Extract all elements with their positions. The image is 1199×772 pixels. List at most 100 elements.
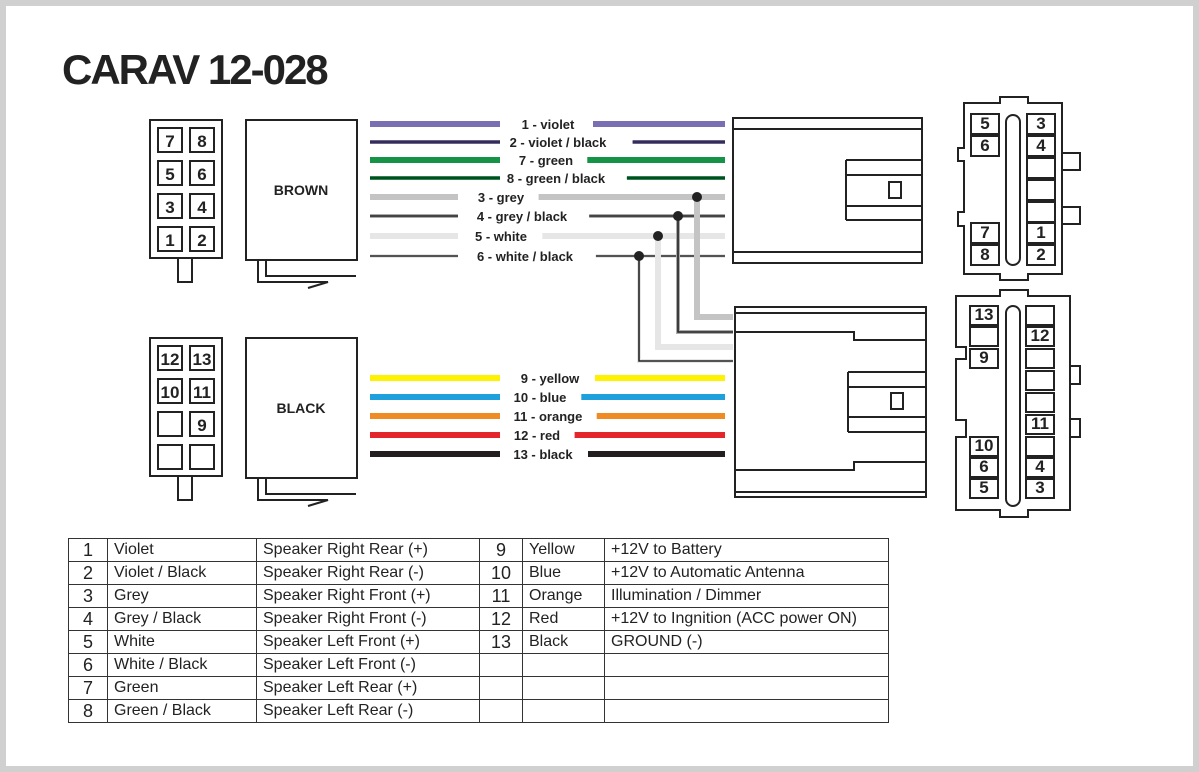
pin-box — [157, 160, 183, 186]
connector-tab — [177, 475, 193, 501]
pin-box — [189, 444, 215, 470]
branch-wire-stripe — [677, 216, 733, 333]
function-cell: Speaker Right Front (+) — [256, 584, 480, 608]
pin-box — [157, 444, 183, 470]
function-cell: +12V to Automatic Antenna — [604, 561, 889, 585]
wire-label: 3 - grey — [478, 190, 525, 205]
pin-number: 10 — [975, 436, 994, 455]
pin-box — [157, 378, 183, 404]
branch-wire-stripe — [638, 256, 733, 362]
wire-color-cell: Orange — [522, 584, 605, 608]
wire-color-cell: Violet / Black — [107, 561, 257, 585]
wire-color-cell: Red — [522, 607, 605, 631]
connector-latch — [257, 260, 356, 289]
wire-label: 9 - yellow — [521, 371, 580, 386]
pin-number: 3 — [165, 198, 174, 217]
function-cell: GROUND (-) — [604, 630, 889, 654]
wire-color-cell: Yellow — [522, 538, 605, 562]
wire-label: 4 - grey / black — [477, 209, 568, 224]
pin-box — [1025, 436, 1055, 457]
iso-face-clip — [1070, 365, 1081, 438]
page-title: CARAV 12-028 — [62, 46, 329, 93]
pin-number-cell: 12 — [479, 607, 523, 631]
wire-color-cell: Violet — [107, 538, 257, 562]
housing-detail — [735, 312, 926, 493]
pin-number-cell: 9 — [479, 538, 523, 562]
pin-number-cell — [479, 676, 523, 700]
iso-face-slot — [1005, 305, 1021, 507]
pin-box — [1026, 179, 1056, 201]
wire-label: 5 - white — [475, 229, 527, 244]
pin-box — [1025, 414, 1055, 435]
pin-box — [189, 345, 215, 371]
wire-label: 2 - violet / black — [510, 135, 608, 150]
function-cell: Speaker Left Rear (-) — [256, 699, 480, 723]
pin-number: 8 — [197, 132, 206, 151]
pin-box — [1025, 326, 1055, 347]
wire-label: 6 - white / black — [477, 249, 574, 264]
pin-box — [189, 411, 215, 437]
function-cell — [604, 699, 889, 723]
wire-label: 11 - orange — [514, 409, 583, 424]
pin-box — [1025, 370, 1055, 391]
function-cell — [604, 676, 889, 700]
pin-box — [970, 113, 1000, 135]
pin-number: 2 — [1036, 245, 1045, 264]
pin-number: 2 — [197, 231, 206, 250]
pin-box — [1025, 478, 1055, 499]
pin-box — [969, 348, 999, 369]
pin-number: 7 — [165, 132, 174, 151]
pin-box — [157, 226, 183, 252]
connector-label: BROWN — [274, 182, 328, 198]
pin-number: 4 — [1036, 136, 1046, 155]
pin-box — [969, 305, 999, 326]
pin-number: 5 — [980, 114, 989, 133]
junction-dot — [653, 231, 663, 241]
pin-number: 8 — [980, 245, 989, 264]
junction-dot — [634, 251, 644, 261]
pin-box — [970, 135, 1000, 157]
pin-number: 5 — [979, 478, 988, 497]
pin-number-cell: 3 — [68, 584, 108, 608]
connector-latch — [257, 478, 356, 507]
pin-number-cell: 10 — [479, 561, 523, 585]
pin-box — [1026, 113, 1056, 135]
pin-box — [1026, 244, 1056, 266]
pin-box — [1026, 201, 1056, 223]
connector-label: BLACK — [277, 400, 326, 416]
wire-label: 8 - green / black — [507, 171, 606, 186]
housing-window — [890, 392, 904, 410]
pin-box — [189, 193, 215, 219]
wire-label: 7 - green — [519, 153, 573, 168]
pin-number: 3 — [1036, 114, 1045, 133]
function-cell: Speaker Left Rear (+) — [256, 676, 480, 700]
pin-box — [969, 457, 999, 478]
pin-box — [1026, 222, 1056, 244]
pin-box — [157, 411, 183, 437]
pin-box — [189, 160, 215, 186]
pin-number: 4 — [197, 198, 207, 217]
pin-box — [157, 345, 183, 371]
function-cell: Speaker Right Front (-) — [256, 607, 480, 631]
pin-number-cell: 5 — [68, 630, 108, 654]
junction-dot — [692, 192, 702, 202]
function-cell: Illumination / Dimmer — [604, 584, 889, 608]
pin-number: 7 — [980, 223, 989, 242]
function-cell: Speaker Left Front (-) — [256, 653, 480, 677]
pin-box — [1025, 348, 1055, 369]
pin-number: 9 — [979, 348, 988, 367]
pin-box — [1025, 305, 1055, 326]
wire-label: 13 - black — [513, 447, 573, 462]
branch-wire — [655, 236, 733, 350]
connector-housing — [245, 337, 358, 479]
pin-number-cell: 4 — [68, 607, 108, 631]
wire-color-cell: Green — [107, 676, 257, 700]
pin-number-cell: 13 — [479, 630, 523, 654]
pin-box — [969, 326, 999, 347]
connector-housing — [245, 119, 358, 261]
pin-number: 6 — [980, 136, 989, 155]
